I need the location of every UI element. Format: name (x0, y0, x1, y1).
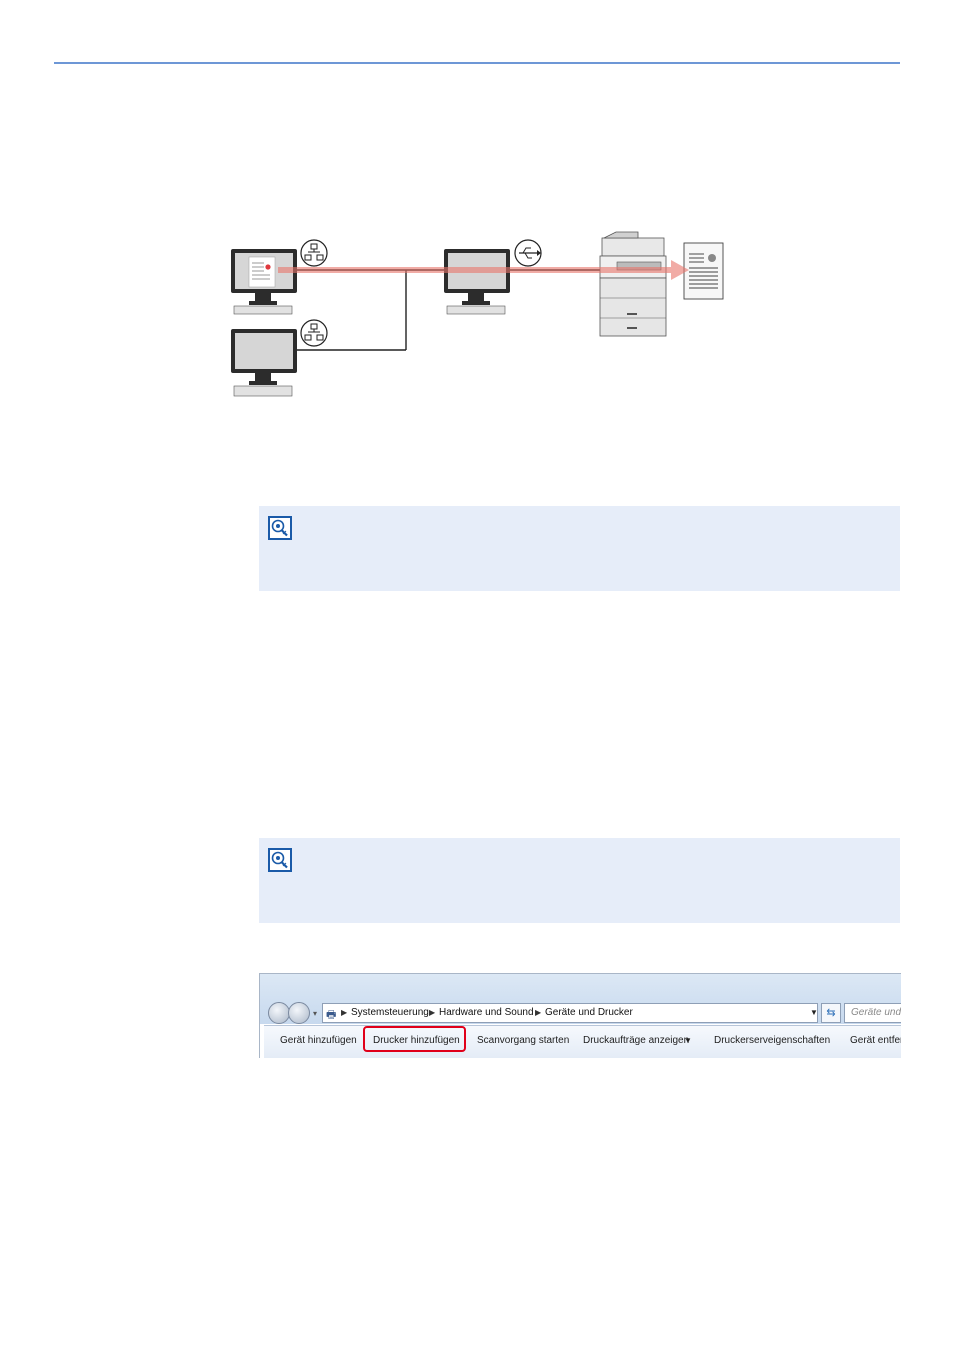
address-bar[interactable]: 🖶 ▶ Systemsteuerung ▶ Hardware und Sound… (322, 1003, 818, 1023)
refresh-button[interactable]: ⇆ (821, 1003, 841, 1023)
note-lightbulb-icon (268, 516, 292, 540)
header-rule (54, 62, 900, 64)
client-pc-icon (231, 329, 297, 397)
printed-document-icon (683, 242, 724, 300)
note-lightbulb-icon (268, 848, 292, 872)
back-button[interactable] (268, 1002, 290, 1024)
forward-button[interactable] (288, 1002, 310, 1024)
network-icon (300, 239, 328, 267)
start-scan-button[interactable]: Scanvorgang starten (477, 1035, 570, 1046)
history-dropdown-icon[interactable]: ▾ (313, 1009, 318, 1018)
devices-and-printers-screenshot: ▾ 🖶 ▶ Systemsteuerung ▶ Hardware und Sou… (259, 973, 901, 1058)
printer-icon (599, 231, 667, 337)
breadcrumb-arrow-icon: ▶ (341, 1008, 348, 1017)
breadcrumb-hardware-und-sound[interactable]: Hardware und Sound (439, 1007, 534, 1018)
note-box (259, 506, 900, 591)
search-placeholder: Geräte und D (851, 1007, 901, 1018)
breadcrumb-arrow-icon: ▶ (535, 1008, 542, 1017)
command-toolbar: Gerät hinzufügen Drucker hinzufügen Scan… (264, 1025, 901, 1058)
address-dropdown-icon[interactable]: ▼ (810, 1008, 818, 1017)
breadcrumb-geraete-und-drucker[interactable]: Geräte und Drucker (545, 1007, 633, 1018)
view-print-jobs-button[interactable]: Druckaufträge anzeigen (583, 1035, 690, 1046)
add-printer-highlight (363, 1026, 466, 1052)
add-device-button[interactable]: Gerät hinzufügen (280, 1035, 357, 1046)
network-icon (300, 319, 328, 347)
usb-icon (514, 239, 542, 267)
breadcrumb-arrow-icon: ▶ (429, 1008, 436, 1017)
add-printer-button[interactable]: Drucker hinzufügen (373, 1035, 460, 1046)
client-pc-icon (231, 249, 297, 315)
print-server-properties-button[interactable]: Druckerserveigenschaften (714, 1035, 831, 1046)
chevron-down-icon[interactable]: ▼ (684, 1036, 692, 1045)
host-pc-icon (444, 249, 510, 315)
breadcrumb-systemsteuerung[interactable]: Systemsteuerung (351, 1007, 429, 1018)
network-printing-diagram (231, 231, 724, 397)
print-path-arrow (278, 260, 689, 280)
remove-device-button[interactable]: Gerät entfer (850, 1035, 901, 1046)
printer-folder-icon: 🖶 (326, 1009, 337, 1021)
search-input[interactable]: Geräte und D (844, 1003, 901, 1023)
note-box (259, 838, 900, 923)
